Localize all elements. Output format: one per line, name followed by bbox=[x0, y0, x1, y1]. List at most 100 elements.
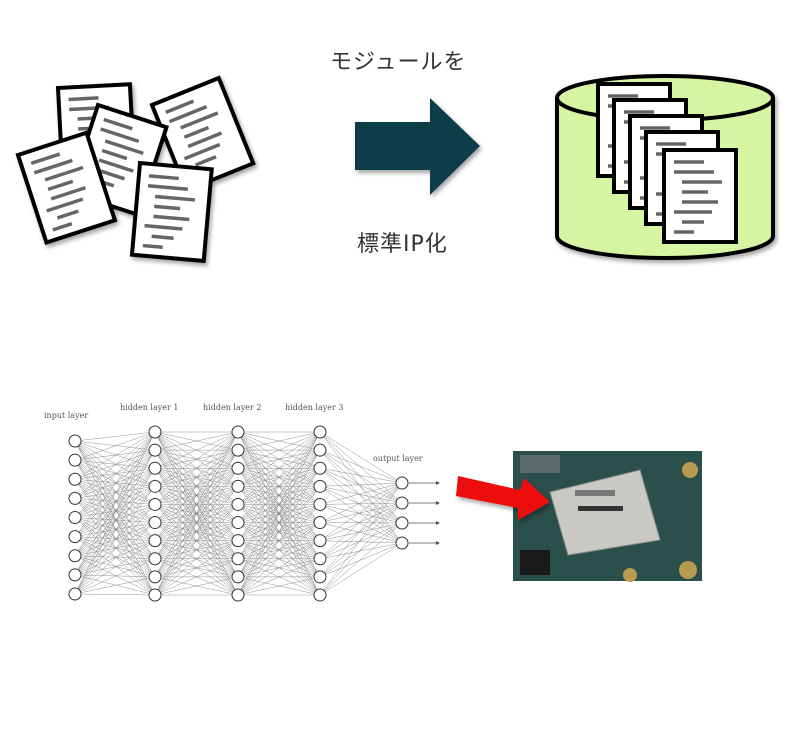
connection bbox=[74, 540, 156, 556]
connection bbox=[319, 522, 403, 559]
connection bbox=[319, 482, 403, 505]
caption-standard-ip: 標準IP化 bbox=[357, 232, 448, 257]
connection bbox=[74, 431, 156, 499]
connection bbox=[319, 542, 403, 596]
connection bbox=[74, 449, 156, 499]
neuron bbox=[395, 496, 409, 510]
neuron bbox=[231, 516, 245, 530]
neuron bbox=[231, 552, 245, 566]
connection bbox=[74, 449, 156, 461]
neural-network-diagram bbox=[68, 425, 440, 602]
connection bbox=[319, 431, 403, 544]
connection bbox=[74, 555, 156, 578]
fpga-board-photo bbox=[513, 451, 702, 582]
neuron bbox=[395, 536, 409, 550]
connection bbox=[237, 450, 321, 596]
connection bbox=[74, 440, 156, 577]
connection bbox=[74, 468, 156, 499]
neuron bbox=[313, 479, 327, 493]
connection bbox=[74, 450, 156, 575]
output-arrowhead bbox=[436, 541, 440, 545]
connection bbox=[74, 540, 156, 576]
connection bbox=[319, 468, 403, 504]
connection bbox=[74, 479, 156, 578]
connection bbox=[319, 504, 403, 524]
connection bbox=[237, 431, 321, 451]
connection bbox=[74, 504, 156, 595]
connection bbox=[74, 460, 156, 578]
connection bbox=[74, 440, 156, 469]
connection bbox=[74, 459, 156, 487]
neuron bbox=[148, 461, 162, 475]
neuron bbox=[148, 479, 162, 493]
connection bbox=[74, 522, 156, 595]
connection bbox=[74, 431, 156, 480]
connection bbox=[74, 536, 156, 596]
connection bbox=[74, 459, 156, 541]
neuron bbox=[231, 425, 245, 439]
neuron bbox=[231, 570, 245, 584]
neuron bbox=[68, 568, 82, 582]
connection bbox=[237, 522, 321, 596]
connection bbox=[74, 574, 156, 596]
connection bbox=[74, 468, 156, 595]
neuron bbox=[148, 570, 162, 584]
connection bbox=[74, 449, 156, 518]
connection bbox=[319, 502, 403, 505]
connection bbox=[319, 431, 403, 524]
connection bbox=[74, 431, 156, 518]
connection bbox=[74, 522, 156, 576]
connection bbox=[237, 431, 321, 487]
connection bbox=[74, 431, 156, 442]
connection bbox=[74, 576, 156, 595]
red-arrow-icon bbox=[456, 476, 550, 520]
connection bbox=[74, 522, 156, 537]
connection bbox=[74, 522, 156, 556]
connection bbox=[74, 459, 156, 505]
connection bbox=[74, 440, 156, 451]
right-arrow-icon bbox=[355, 98, 480, 195]
connection bbox=[74, 479, 156, 541]
connection bbox=[74, 440, 156, 596]
connection bbox=[74, 486, 156, 499]
connection bbox=[319, 468, 403, 544]
connection bbox=[319, 502, 403, 541]
neuron bbox=[231, 588, 245, 602]
neuron bbox=[148, 552, 162, 566]
connection bbox=[319, 542, 403, 578]
neuron bbox=[313, 588, 327, 602]
connection bbox=[237, 431, 321, 469]
connection bbox=[319, 486, 403, 504]
connection bbox=[319, 502, 403, 596]
connection bbox=[319, 482, 403, 559]
connection bbox=[74, 479, 156, 505]
connection bbox=[74, 486, 156, 556]
connection bbox=[237, 468, 321, 596]
neuron bbox=[313, 443, 327, 457]
neuron bbox=[148, 516, 162, 530]
connection bbox=[74, 504, 156, 518]
connection bbox=[237, 576, 321, 596]
connection bbox=[154, 431, 239, 505]
neuron bbox=[313, 425, 327, 439]
connection bbox=[74, 517, 156, 596]
connection bbox=[74, 479, 156, 487]
connection bbox=[74, 440, 156, 487]
connection bbox=[154, 558, 239, 596]
connection bbox=[319, 449, 403, 544]
connection bbox=[74, 431, 156, 575]
neuron bbox=[148, 425, 162, 439]
connection bbox=[74, 593, 156, 596]
connection bbox=[74, 440, 156, 505]
connection bbox=[74, 468, 156, 575]
connection bbox=[154, 486, 239, 596]
connection bbox=[154, 431, 239, 577]
connection bbox=[74, 440, 156, 559]
connection bbox=[154, 522, 239, 596]
connection bbox=[74, 479, 156, 559]
connection bbox=[319, 482, 403, 541]
connection bbox=[237, 431, 321, 596]
output-layer-label: output layer bbox=[373, 454, 423, 463]
output-arrowhead bbox=[436, 501, 440, 505]
